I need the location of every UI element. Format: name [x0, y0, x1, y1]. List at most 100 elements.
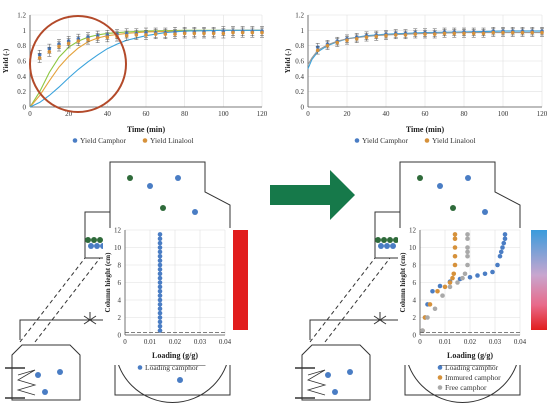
- data-point: [153, 32, 158, 36]
- bead: [347, 369, 353, 375]
- x-tick-label: 0.02: [169, 338, 182, 346]
- y-tick-label: 8: [413, 262, 417, 270]
- x-axis-label: Loading (g/g): [447, 351, 493, 360]
- valve: [83, 312, 97, 325]
- data-point: [157, 236, 163, 242]
- heater-lines: [5, 367, 25, 399]
- x-axis-label: Loading (g/g): [152, 351, 198, 360]
- legend-label: Yield Linalool: [150, 136, 194, 145]
- data-point: [157, 249, 163, 255]
- data-point: [231, 30, 235, 35]
- data-point: [157, 288, 163, 294]
- legend-marker: [354, 138, 360, 143]
- data-point: [471, 31, 476, 36]
- data-point: [157, 293, 163, 298]
- data-point: [452, 253, 458, 259]
- y-tick-label: 12: [409, 227, 417, 235]
- condenser-outline: [374, 211, 401, 259]
- data-point: [452, 232, 458, 237]
- data-point: [335, 40, 340, 45]
- data-point: [437, 283, 443, 289]
- data-point: [364, 35, 369, 40]
- x-tick-label: 0.03: [489, 338, 502, 346]
- data-point: [540, 30, 544, 35]
- x-tick-label: 0.04: [514, 338, 527, 346]
- data-point: [462, 31, 466, 36]
- x-tick-label: 60: [422, 110, 430, 118]
- bead: [177, 377, 183, 383]
- data-point: [157, 328, 163, 333]
- x-axis-label: Time (min): [127, 125, 166, 134]
- legend-marker: [142, 138, 148, 143]
- data-point: [427, 302, 433, 307]
- data-point: [157, 310, 163, 316]
- data-point: [315, 48, 320, 53]
- data-point: [420, 328, 425, 333]
- legend-marker: [137, 365, 143, 370]
- data-point: [157, 306, 163, 312]
- y-tick-label: 0.6: [295, 58, 304, 66]
- x-tick-label: 20: [344, 110, 352, 118]
- data-point: [465, 249, 470, 255]
- data-point: [447, 280, 453, 285]
- data-point: [260, 30, 264, 35]
- y-tick-label: 0.6: [17, 58, 26, 66]
- y-tick-label: 1.2: [17, 12, 26, 20]
- x-tick-label: 0: [123, 338, 127, 346]
- bead: [417, 175, 423, 181]
- data-point: [47, 50, 52, 54]
- packed-bed-beads: [375, 237, 399, 249]
- legend-marker: [437, 375, 443, 380]
- data-point: [76, 39, 81, 43]
- data-point: [211, 31, 216, 36]
- data-point: [157, 232, 163, 237]
- data-point: [465, 232, 470, 237]
- x-tick-label: 100: [498, 110, 509, 118]
- bead: [57, 369, 63, 375]
- y-tick-label: 12: [114, 227, 122, 235]
- y-tick-label: 2: [413, 314, 417, 322]
- data-point: [250, 30, 255, 35]
- data-point: [452, 31, 457, 36]
- data-point: [452, 262, 458, 268]
- y-tick-label: 0.4: [295, 73, 304, 81]
- bead: [127, 175, 133, 181]
- data-point: [393, 33, 398, 37]
- data-point: [452, 236, 458, 242]
- data-point: [157, 275, 163, 281]
- y-tick-label: 0: [413, 332, 417, 340]
- y-tick-label: 1.2: [295, 12, 304, 20]
- data-point: [157, 302, 163, 307]
- data-point: [502, 236, 508, 242]
- data-point: [157, 319, 163, 325]
- y-tick-label: 0: [23, 104, 27, 112]
- x-tick-label: 40: [383, 110, 391, 118]
- dashed-connector: [19, 257, 101, 343]
- heater-coil: [16, 369, 37, 396]
- x-tick-label: 120: [537, 110, 548, 118]
- data-point: [95, 36, 100, 40]
- data-point: [66, 41, 71, 46]
- data-point: [105, 35, 110, 40]
- x-tick-label: 80: [461, 110, 469, 118]
- y-tick-label: 0: [118, 332, 122, 340]
- data-point: [475, 273, 480, 278]
- transition-arrow: [270, 170, 355, 220]
- valve: [373, 312, 387, 325]
- bead: [42, 389, 48, 395]
- x-tick-label: 100: [218, 110, 229, 118]
- data-point: [157, 280, 163, 285]
- x-tick-label: 120: [257, 110, 268, 118]
- x-tick-label: 0: [306, 110, 310, 118]
- data-point: [465, 262, 470, 268]
- data-point: [157, 240, 163, 246]
- data-point: [481, 31, 486, 36]
- transfer-pipe: [309, 319, 385, 340]
- x-tick-label: 0: [418, 338, 422, 346]
- data-point: [240, 30, 245, 35]
